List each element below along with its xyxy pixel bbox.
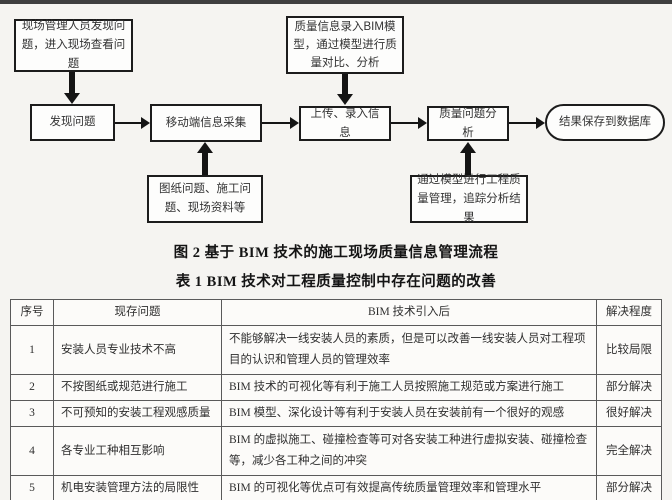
cell-bim: 不能够解决一线安装人员的素质，但是可以改善一线安装人员对工程项目的认识和管理人员… bbox=[221, 325, 597, 375]
header-seq: 序号 bbox=[10, 299, 54, 326]
cell-problem: 安装人员专业技术不高 bbox=[53, 325, 222, 375]
cell-degree: 部分解决 bbox=[596, 475, 662, 500]
table-header-row: 序号 现存问题 BIM 技术引入后 解决程度 bbox=[10, 299, 662, 326]
arrow-up-icon bbox=[460, 142, 476, 175]
cell-seq: 2 bbox=[10, 374, 54, 401]
cell-problem: 各专业工种相互影响 bbox=[53, 426, 222, 476]
table-row: 1 安装人员专业技术不高 不能够解决一线安装人员的素质，但是可以改善一线安装人员… bbox=[10, 325, 662, 375]
bim-improvement-table: 序号 现存问题 BIM 技术引入后 解决程度 1 安装人员专业技术不高 不能够解… bbox=[10, 299, 662, 500]
arrow-right-icon bbox=[115, 117, 150, 129]
table-caption: 表 1 BIM 技术对工程质量控制中存在问题的改善 bbox=[175, 274, 497, 290]
cell-problem: 不按图纸或规范进行施工 bbox=[53, 374, 222, 401]
flow-node-quality-analysis: 质量问题分析 bbox=[427, 106, 509, 141]
header-degree: 解决程度 bbox=[596, 299, 662, 326]
bim-flowchart: 现场管理人员发现问题，进入现场查看问题 质量信息录入BIM模型，通过模型进行质量… bbox=[0, 0, 672, 235]
arrow-right-icon bbox=[509, 117, 545, 129]
cell-seq: 1 bbox=[10, 325, 54, 375]
cell-degree: 比较局限 bbox=[596, 325, 662, 375]
cell-degree: 部分解决 bbox=[596, 374, 662, 401]
flow-node-upload-info: 上传、录入信息 bbox=[299, 106, 391, 141]
arrow-right-icon bbox=[391, 117, 427, 129]
arrow-down-icon bbox=[337, 74, 353, 105]
page-top-border bbox=[0, 0, 672, 4]
table-row: 4 各专业工种相互影响 BIM 的虚拟施工、碰撞检查等可对各安装工种进行虚拟安装… bbox=[10, 426, 662, 476]
arrow-down-icon bbox=[64, 72, 80, 104]
flow-node-discover-problem: 发现问题 bbox=[30, 104, 115, 141]
cell-bim: BIM 的虚拟施工、碰撞检查等可对各安装工种进行虚拟安装、碰撞检查等，减少各工种… bbox=[221, 426, 597, 476]
cell-degree: 很好解决 bbox=[596, 400, 662, 427]
flow-node-bim-model-entry: 质量信息录入BIM模型，通过模型进行质量对比、分析 bbox=[286, 16, 404, 74]
cell-seq: 5 bbox=[10, 475, 54, 500]
header-bim: BIM 技术引入后 bbox=[221, 299, 597, 326]
cell-bim: BIM 技术的可视化等有利于施工人员按照施工规范或方案进行施工 bbox=[221, 374, 597, 401]
figure-caption: 图 2 基于 BIM 技术的施工现场质量信息管理流程 bbox=[173, 245, 499, 261]
table-row: 5 机电安装管理方法的局限性 BIM 的可视化等优点可有效提高传统质量管理效率和… bbox=[10, 475, 662, 500]
flow-node-mobile-collection: 移动端信息采集 bbox=[150, 104, 262, 142]
cell-degree: 完全解决 bbox=[596, 426, 662, 476]
arrow-right-icon bbox=[262, 117, 299, 129]
flow-node-drawing-issues: 图纸问题、施工问题、现场资料等 bbox=[147, 175, 263, 223]
cell-problem: 机电安装管理方法的局限性 bbox=[53, 475, 222, 500]
cell-bim: BIM 模型、深化设计等有利于安装人员在安装前有一个很好的观感 bbox=[221, 400, 597, 427]
arrow-up-icon bbox=[197, 142, 213, 175]
cell-seq: 4 bbox=[10, 426, 54, 476]
flow-node-site-manager-discover: 现场管理人员发现问题，进入现场查看问题 bbox=[14, 19, 133, 72]
header-problem: 现存问题 bbox=[53, 299, 222, 326]
cell-bim: BIM 的可视化等优点可有效提高传统质量管理效率和管理水平 bbox=[221, 475, 597, 500]
table-row: 3 不可预知的安装工程观感质量 BIM 模型、深化设计等有利于安装人员在安装前有… bbox=[10, 400, 662, 427]
cell-problem: 不可预知的安装工程观感质量 bbox=[53, 400, 222, 427]
flow-node-model-tracking: 通过模型进行工程质量管理，追踪分析结果 bbox=[410, 174, 528, 224]
table-row: 2 不按图纸或规范进行施工 BIM 技术的可视化等有利于施工人员按照施工规范或方… bbox=[10, 374, 662, 401]
cell-seq: 3 bbox=[10, 400, 54, 427]
flow-node-save-database: 结果保存到数据库 bbox=[545, 104, 665, 141]
